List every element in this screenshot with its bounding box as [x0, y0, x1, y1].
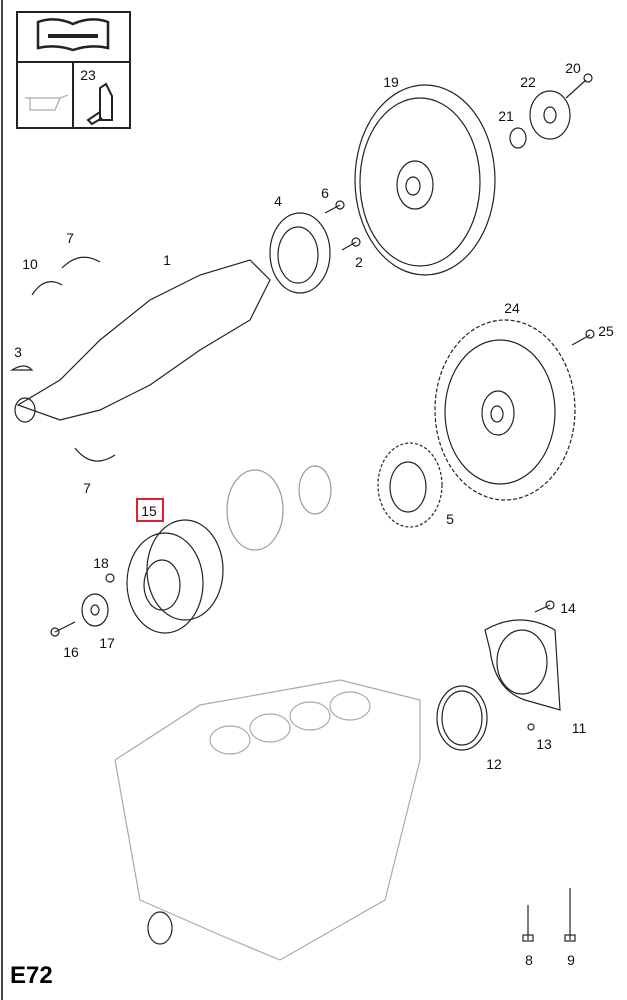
part-label-21[interactable]: 21: [498, 108, 514, 124]
flywheel-24: [434, 319, 576, 501]
part-label-11[interactable]: 11: [571, 720, 587, 736]
diagram-code: E72: [10, 962, 53, 989]
part-label-15[interactable]: 15: [141, 503, 157, 519]
engine-block: [114, 679, 421, 961]
part-label-1[interactable]: 1: [163, 252, 171, 268]
flange-4: [269, 212, 331, 294]
part-label-17[interactable]: 17: [99, 635, 115, 651]
part-label-3[interactable]: 3: [14, 344, 22, 360]
part-label-7[interactable]: 7: [83, 480, 91, 496]
part-label-5[interactable]: 5: [446, 511, 454, 527]
seal-ring-12: [436, 685, 488, 751]
bush-21: [509, 127, 527, 149]
part-label-16[interactable]: 16: [63, 644, 79, 660]
legend-box: [16, 11, 131, 129]
manual-wrench-icon: [36, 18, 110, 52]
part-label-9[interactable]: 9: [567, 952, 575, 968]
bearing-shell-7-lower: [74, 447, 116, 462]
part-label-12[interactable]: 12: [486, 756, 502, 772]
part-label-18[interactable]: 18: [93, 555, 109, 571]
part-label-2[interactable]: 2: [355, 254, 363, 270]
part-label-22[interactable]: 22: [520, 74, 536, 90]
bearing-shell-7-upper: [61, 256, 101, 269]
rear-seal: [147, 911, 173, 945]
oil-can-icon: [25, 94, 69, 111]
bolt-2: [341, 237, 361, 251]
bolt-18: [105, 573, 115, 583]
part-label-10[interactable]: 10: [22, 256, 38, 272]
crankshaft: [14, 259, 271, 423]
part-label-20[interactable]: 20: [565, 60, 581, 76]
part-label-14[interactable]: 14: [560, 600, 576, 616]
bolt-25: [571, 329, 595, 346]
part-label-8[interactable]: 8: [525, 952, 533, 968]
part-label-19[interactable]: 19: [383, 74, 399, 90]
bolt-6: [324, 200, 345, 214]
dowel-13: [527, 723, 535, 731]
part-label-7[interactable]: 7: [66, 230, 74, 246]
legend-part-label: 23: [80, 67, 96, 83]
key-3: [9, 365, 34, 371]
bolt-14: [534, 600, 555, 613]
bolt-20: [565, 73, 593, 99]
gear-5: [377, 442, 443, 528]
dual-mass-flywheel: [354, 84, 496, 276]
part-label-13[interactable]: 13: [536, 736, 552, 752]
part-label-24[interactable]: 24: [504, 300, 520, 316]
bearing-shell-10: [31, 281, 63, 296]
bolt-8: [522, 905, 534, 942]
plate-22: [529, 90, 571, 140]
bolt-9: [564, 888, 576, 942]
bolt-16: [50, 621, 76, 637]
washer-17: [81, 593, 109, 627]
sealant-tube-icon: [86, 82, 113, 126]
pulley-15: [126, 519, 224, 634]
sprocket: [226, 465, 332, 551]
part-label-4[interactable]: 4: [274, 193, 282, 209]
part-label-25[interactable]: 25: [598, 323, 614, 339]
part-label-6[interactable]: 6: [321, 185, 329, 201]
highlight-box-15: [136, 498, 164, 522]
seal-housing-11: [484, 619, 561, 711]
